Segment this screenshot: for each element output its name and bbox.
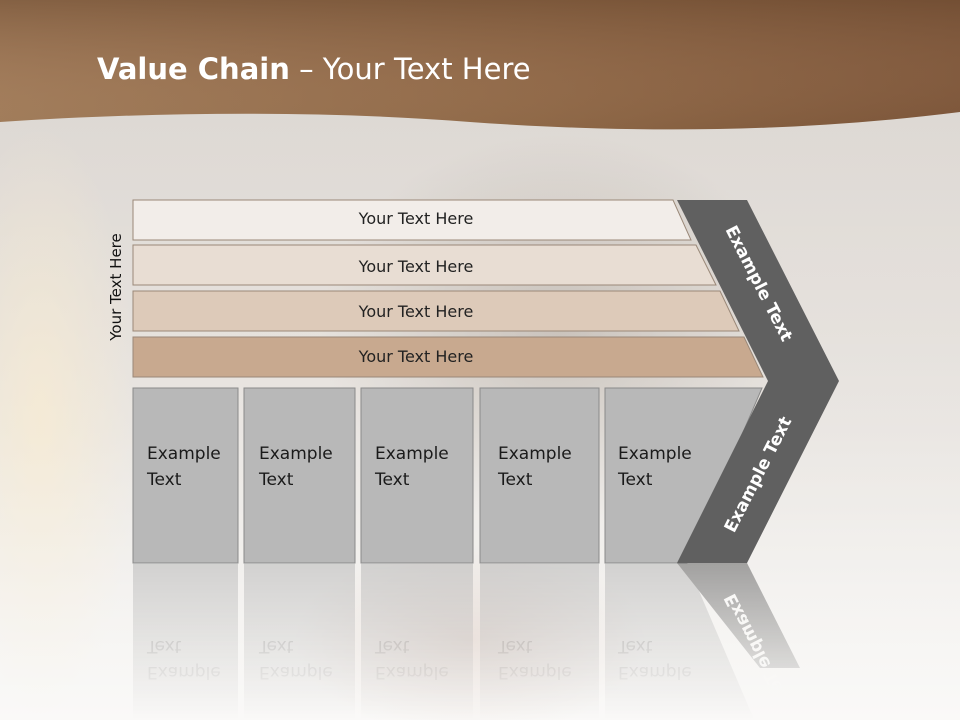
activity-box: Example Text <box>479 387 600 564</box>
activity-box-line2: Text <box>374 470 410 490</box>
layer-bar: Your Text Here <box>132 199 692 241</box>
activity-box-line1: Example <box>375 444 449 464</box>
layer-bar-label: Your Text Here <box>358 257 474 276</box>
layer-bar-shape <box>132 199 692 241</box>
activity-box-line1: Example <box>498 444 572 464</box>
reflection-text: Text <box>497 636 533 656</box>
activity-box-line2: Text <box>617 470 653 490</box>
activity-box-line1: Example <box>259 444 333 464</box>
layer-bar: Your Text Here <box>132 290 740 332</box>
reflection-text: Example <box>259 662 333 682</box>
reflection-text: Example <box>618 662 692 682</box>
layer-bar-shape <box>132 244 717 286</box>
layer-bar-label: Your Text Here <box>358 347 474 366</box>
layer-bar-label: Your Text Here <box>358 302 474 321</box>
activity-box-shape <box>243 387 356 564</box>
reflection-text: Example <box>375 662 449 682</box>
title-bold: Value Chain <box>97 52 290 86</box>
reflection-text: Text <box>146 636 182 656</box>
reflection-text: Text <box>258 636 294 656</box>
activity-box: Example Text <box>604 387 763 564</box>
layer-bar-shape <box>132 336 764 378</box>
title-rest: – Your Text Here <box>289 52 531 86</box>
activity-box-line2: Text <box>258 470 294 490</box>
activity-box-line1: Example <box>147 444 221 464</box>
reflection-text: Example <box>147 662 221 682</box>
layer-bar: Your Text Here <box>132 336 764 378</box>
layer-bar-label: Your Text Here <box>358 209 474 228</box>
reflection-text: Example <box>498 662 572 682</box>
slide-title: Value Chain – Your Text Here <box>97 52 531 86</box>
activity-box: Example Text <box>132 387 239 564</box>
reflection-text: Text <box>374 636 410 656</box>
title-band <box>0 0 960 130</box>
activity-box: Example Text <box>243 387 356 564</box>
activity-box: Example Text <box>360 387 474 564</box>
activity-box-line2: Text <box>497 470 533 490</box>
activity-box-line2: Text <box>146 470 182 490</box>
activity-box-shape <box>479 387 600 564</box>
layer-bar: Your Text Here <box>132 244 717 286</box>
layer-bar-shape <box>132 290 740 332</box>
margin-chevron-shape <box>677 200 839 563</box>
reflection-text: Text <box>617 636 653 656</box>
activity-box-line1: Example <box>618 444 692 464</box>
floor-reflection: Example Text Example Text Example Text E… <box>133 563 800 720</box>
